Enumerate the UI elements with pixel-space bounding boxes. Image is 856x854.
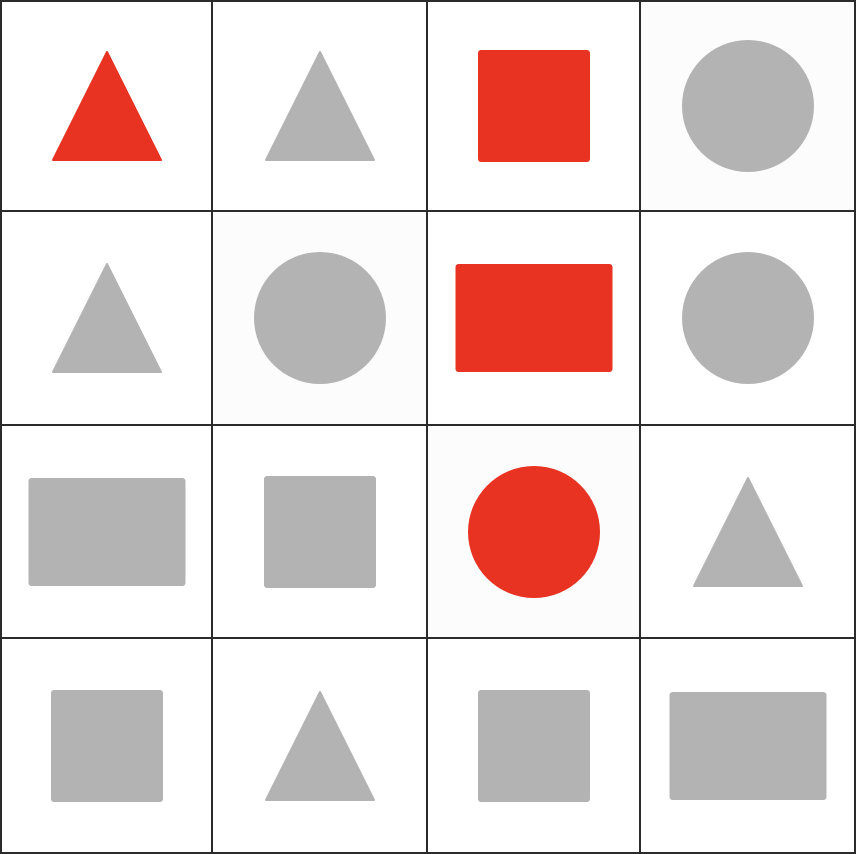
gray-triangle-icon xyxy=(264,50,375,162)
grid-cell-r3-c4[interactable] xyxy=(641,426,856,639)
grid-cell-r1-c1[interactable] xyxy=(0,0,213,212)
grid-cell-r1-c4[interactable] xyxy=(641,0,856,212)
grid-cell-r3-c3[interactable] xyxy=(428,426,641,639)
grid-cell-r2-c3[interactable] xyxy=(428,212,641,426)
gray-square-icon xyxy=(477,689,590,802)
grid-cell-r2-c1[interactable] xyxy=(0,212,213,426)
grid-cell-r4-c4[interactable] xyxy=(641,639,856,854)
gray-circle-icon xyxy=(681,40,814,172)
red-triangle-icon xyxy=(51,50,162,162)
gray-circle-icon xyxy=(681,252,814,384)
grid-cell-r2-c2[interactable] xyxy=(213,212,428,426)
grid-cell-r4-c3[interactable] xyxy=(428,639,641,854)
grid-cell-r1-c2[interactable] xyxy=(213,0,428,212)
gray-rectangle-icon xyxy=(28,477,185,586)
grid-cell-r3-c2[interactable] xyxy=(213,426,428,639)
gray-triangle-icon xyxy=(51,262,162,374)
gray-square-icon xyxy=(50,689,163,802)
grid-cell-r2-c4[interactable] xyxy=(641,212,856,426)
gray-triangle-icon xyxy=(692,476,803,588)
gray-square-icon xyxy=(263,475,376,588)
grid-cell-r4-c1[interactable] xyxy=(0,639,213,854)
grid-cell-r1-c3[interactable] xyxy=(428,0,641,212)
grid-cell-r4-c2[interactable] xyxy=(213,639,428,854)
red-circle-icon xyxy=(467,465,600,598)
gray-rectangle-icon xyxy=(669,691,826,800)
red-rectangle-icon xyxy=(455,264,612,372)
red-square-icon xyxy=(477,50,590,162)
gray-triangle-icon xyxy=(264,690,375,802)
grid-cell-r3-c1[interactable] xyxy=(0,426,213,639)
gray-circle-icon xyxy=(253,252,386,384)
